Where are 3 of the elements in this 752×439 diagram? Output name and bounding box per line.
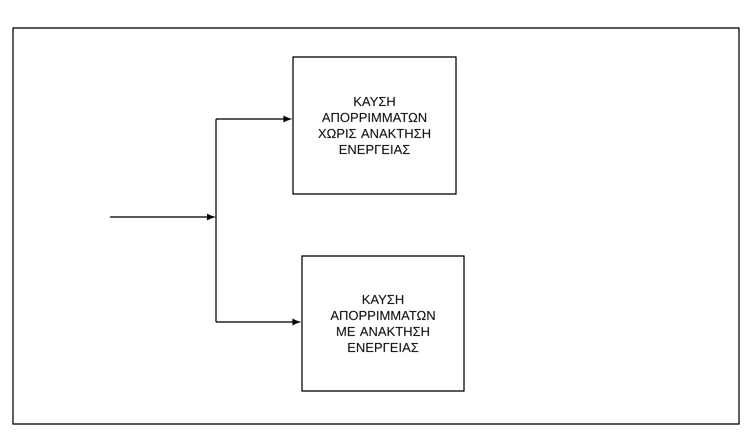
process-box: ΚΑΥΣΗ ΑΠΟΡΡΙΜΜΑΤΩΝ ΜΕ ΑΝΑΚΤΗΣΗ ΕΝΕΡΓΕΙΑΣ	[301, 255, 465, 392]
arrow	[110, 116, 300, 326]
process-box: ΚΑΥΣΗ ΑΠΟΡΡΙΜΜΑΤΩΝ ΧΩΡΙΣ ΑΝΑΚΤΗΣΗ ΕΝΕΡΓΕΙΑΣ	[292, 56, 457, 195]
